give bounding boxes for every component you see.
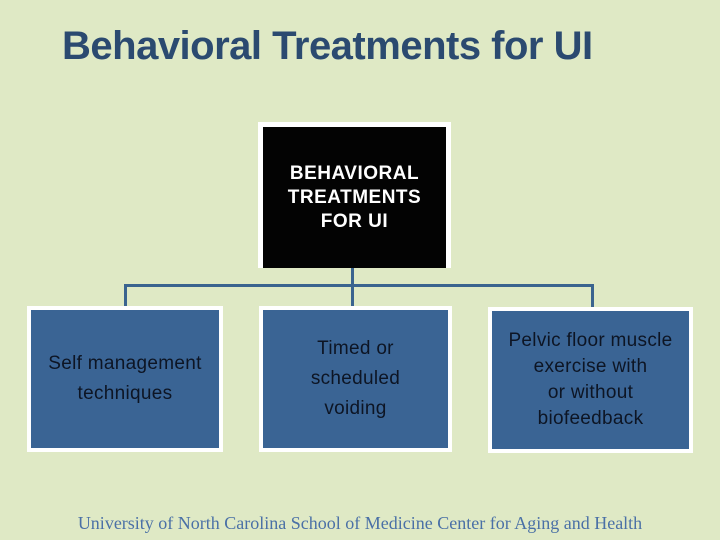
node-self-management-techniques: Self management techniques (27, 306, 223, 452)
diagram-root-node: BEHAVIORAL TREATMENTS FOR UI (258, 122, 451, 268)
node-label-line: or without (547, 382, 634, 403)
node-label-line: voiding (324, 398, 387, 419)
root-node-label: BEHAVIORAL TREATMENTS FOR UI (288, 162, 421, 234)
node-timed-scheduled-voiding: Timed or scheduled voiding (259, 306, 452, 452)
root-label-line: FOR UI (320, 210, 389, 232)
footer-credit: University of North Carolina School of M… (77, 513, 643, 533)
node-label-line: Self management (48, 353, 202, 374)
node-label-line: techniques (77, 383, 173, 404)
node-label: Self management techniques (48, 349, 201, 409)
node-label-line: exercise with (533, 356, 648, 377)
connector-drop-center (351, 284, 354, 307)
connector-drop-right (591, 284, 594, 308)
node-label-line: Timed or (317, 338, 394, 359)
connector-horizontal (124, 284, 594, 287)
page-title: Behavioral Treatments for UI (62, 24, 593, 68)
root-label-line: BEHAVIORAL (289, 162, 420, 184)
connector-drop-left (124, 284, 127, 307)
node-label-line: scheduled (310, 368, 401, 389)
node-label-line: Pelvic floor muscle (508, 330, 673, 351)
root-label-line: TREATMENTS (287, 186, 422, 208)
node-label: Timed or scheduled voiding (311, 334, 400, 424)
node-label-line: biofeedback (537, 408, 644, 429)
connector-stem (351, 268, 354, 285)
node-pelvic-floor-muscle-exercise: Pelvic floor muscle exercise with or wit… (488, 307, 693, 453)
node-label: Pelvic floor muscle exercise with or wit… (508, 328, 672, 432)
